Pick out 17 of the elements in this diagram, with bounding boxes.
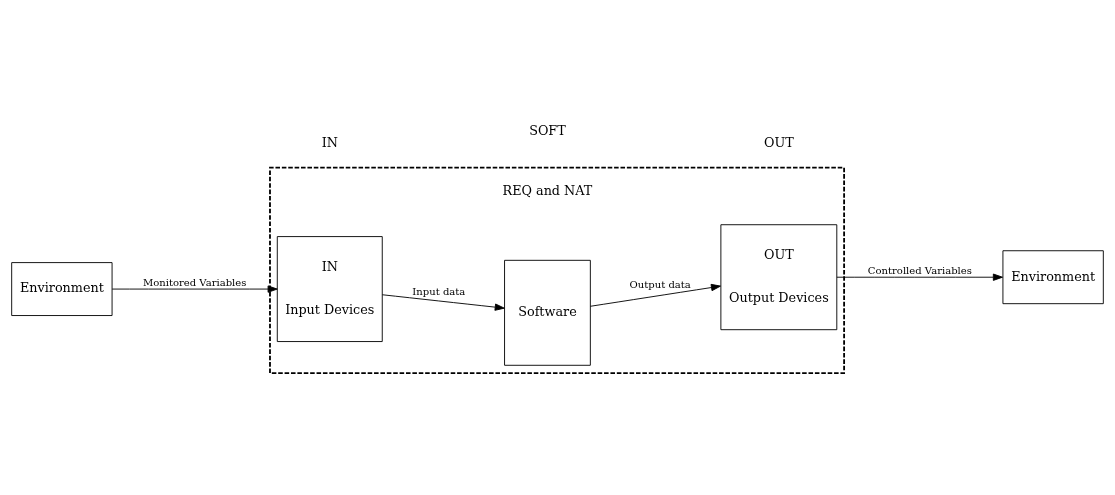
label: OUT	[763, 134, 794, 150]
edge-label: Output data	[629, 278, 691, 290]
arrow	[381, 293, 505, 311]
node-box: Environment	[1002, 249, 1104, 304]
node-box: OUT Output Devices	[720, 223, 838, 330]
edge-label: Monitored Variables	[142, 276, 247, 288]
label: IN	[321, 134, 338, 150]
edge-label: Input data	[412, 285, 466, 297]
node-box: IN Input Devices	[276, 235, 383, 342]
arrow	[111, 284, 278, 293]
node-box: Software	[504, 259, 591, 366]
node-box: Environment	[11, 261, 113, 316]
label: REQ and NAT	[502, 182, 593, 198]
edge-label: Controlled Variables	[867, 264, 972, 276]
label: SOFT	[529, 122, 566, 138]
arrow	[590, 283, 721, 307]
arrow	[836, 273, 1003, 281]
